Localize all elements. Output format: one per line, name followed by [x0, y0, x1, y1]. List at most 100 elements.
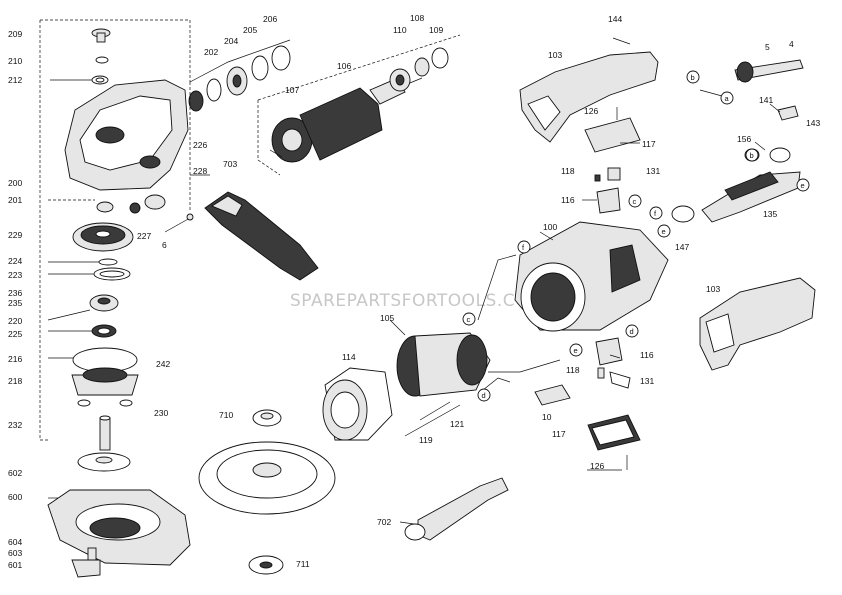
- assembly-frame-line: [40, 19, 191, 82]
- label-206: 206: [263, 14, 277, 24]
- label-210: 210: [8, 56, 22, 66]
- label-711: 711: [296, 559, 310, 569]
- label-131-lower: 131: [640, 376, 654, 386]
- part-703-side-handle: [204, 191, 319, 281]
- label-118-lower: 118: [566, 365, 580, 375]
- callout-c1: c: [628, 194, 642, 208]
- callout-b2: b: [745, 148, 759, 162]
- label-109: 109: [429, 25, 443, 35]
- part-103-rear-handle-lower: [699, 277, 816, 371]
- label-224: 224: [8, 256, 22, 266]
- label-116-upper: 116: [561, 195, 575, 205]
- label-603: 603: [8, 548, 22, 558]
- svg-text:f: f: [522, 243, 525, 252]
- label-235: 235: [8, 298, 22, 308]
- label-602: 602: [8, 468, 22, 478]
- label-144: 144: [608, 14, 622, 24]
- label-110: 110: [393, 25, 407, 35]
- label-105: 105: [380, 313, 394, 323]
- part-141-143-clip: [777, 105, 799, 121]
- label-227: 227: [137, 231, 151, 241]
- label-5: 5: [765, 42, 770, 52]
- callout-f1: f: [649, 206, 663, 220]
- label-118-upper: 118: [561, 166, 575, 176]
- svg-text:a: a: [725, 94, 730, 103]
- label-232: 232: [8, 420, 22, 430]
- label-226: 226: [193, 140, 207, 150]
- part-600-guard: [47, 489, 191, 566]
- part-232-spindle: [99, 415, 111, 451]
- label-601: 601: [8, 560, 22, 570]
- part-5-4-cord-protector: [734, 59, 804, 83]
- callout-a1: a: [720, 91, 734, 105]
- part-103-rear-handle-upper: [519, 51, 659, 143]
- part-602-flange: [77, 452, 131, 472]
- label-204: 204: [224, 36, 238, 46]
- svg-text:e: e: [801, 181, 805, 190]
- label-205: 205: [243, 25, 257, 35]
- callout-d1: d: [625, 324, 639, 338]
- svg-text:d: d: [630, 327, 634, 336]
- svg-text:e: e: [662, 227, 666, 236]
- part-114-fan-baffle: [322, 367, 393, 441]
- part-117-brush-cap-lower: [587, 414, 641, 451]
- part-200-gear-housing: [64, 79, 189, 191]
- part-108-110-109-bearing-set: [389, 47, 449, 92]
- right-leader-lines: [389, 89, 781, 525]
- callout-f2: f: [517, 240, 531, 254]
- label-121: 121: [450, 419, 464, 429]
- label-106: 106: [337, 61, 351, 71]
- part-202-206-bearing-set: [188, 39, 291, 112]
- label-200: 200: [8, 178, 22, 188]
- part-107-armature: [269, 77, 423, 163]
- part-201-nut: [96, 201, 114, 213]
- label-126-lower: 126: [590, 461, 604, 471]
- label-202: 202: [204, 47, 218, 57]
- part-711-clamp-nut: [248, 555, 284, 575]
- part-212-ring: [91, 75, 109, 85]
- label-229: 229: [8, 230, 22, 240]
- label-114: 114: [342, 352, 356, 362]
- label-242: 242: [156, 359, 170, 369]
- svg-text:c: c: [467, 315, 471, 324]
- part-710-flange-nut: [252, 409, 282, 427]
- label-209: 209: [8, 29, 22, 39]
- label-147: 147: [675, 242, 689, 252]
- label-141: 141: [759, 95, 773, 105]
- part-226-228-gear: [129, 82, 210, 214]
- part-702-spanner: [404, 477, 509, 541]
- part-223-retaining-ring: [93, 267, 131, 281]
- part-135-switch: [701, 171, 801, 223]
- label-604: 604: [8, 537, 22, 547]
- label-600: 600: [8, 492, 22, 502]
- label-143: 143: [806, 118, 820, 128]
- part-6-screw: [164, 213, 194, 233]
- label-117-upper: 117: [642, 139, 656, 149]
- label-135: 135: [763, 209, 777, 219]
- label-126-upper: 126: [584, 106, 598, 116]
- label-103-upper: 103: [548, 50, 562, 60]
- part-147-seal: [671, 205, 695, 223]
- label-225: 225: [8, 329, 22, 339]
- label-6: 6: [162, 240, 167, 250]
- part-601-603-604-clamp: [71, 547, 101, 578]
- svg-text:d: d: [482, 391, 486, 400]
- label-228: 228: [193, 166, 207, 176]
- label-212: 212: [8, 75, 22, 85]
- label-201: 201: [8, 195, 22, 205]
- armature-frame: [257, 34, 461, 176]
- part-105-stator: [396, 332, 491, 397]
- svg-text:b: b: [750, 151, 754, 160]
- left-leader-lines: [47, 79, 99, 499]
- label-107: 107: [285, 85, 299, 95]
- wire-harness: [477, 254, 561, 391]
- label-119: 119: [419, 435, 433, 445]
- label-230: 230: [154, 408, 168, 418]
- part-number-labels: 209 210 212 200 201 229 224 223 236 235 …: [8, 13, 820, 570]
- part-119-121-screws: [404, 401, 461, 437]
- label-218: 218: [8, 376, 22, 386]
- part-236-235-bearing: [89, 294, 119, 312]
- part-216-218-flange: [71, 347, 139, 407]
- part-10-carbon-brush: [534, 384, 571, 406]
- label-702: 702: [377, 517, 391, 527]
